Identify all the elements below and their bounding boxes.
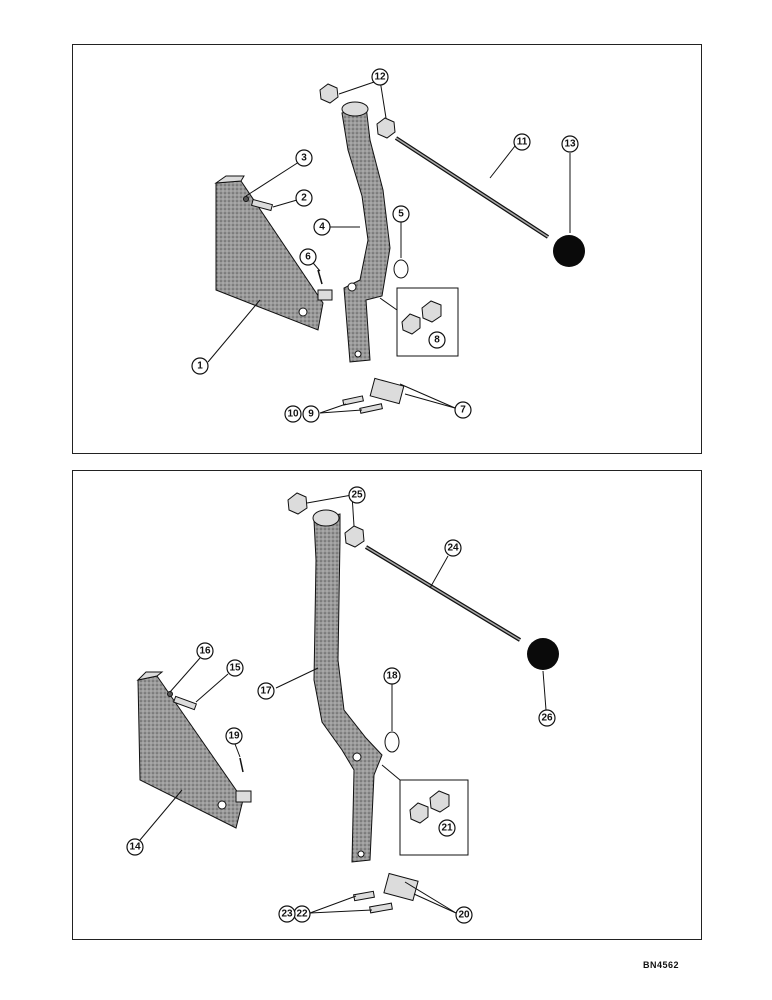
- svg-text:15: 15: [229, 663, 241, 674]
- svg-text:8: 8: [434, 335, 440, 346]
- callout-7: 7: [454, 401, 472, 419]
- svg-text:7: 7: [460, 405, 466, 416]
- bolt: [250, 198, 274, 212]
- callout-12: 12: [371, 68, 389, 86]
- knob: [527, 638, 559, 670]
- callout-19: 19: [225, 727, 243, 745]
- lever-arm: [313, 513, 383, 863]
- svg-text:23: 23: [281, 909, 293, 920]
- callout-11: 11: [513, 133, 531, 151]
- bracket-flange: [214, 175, 245, 184]
- top-leaders: [207, 79, 571, 414]
- callout-label: 1: [197, 361, 203, 372]
- bolt: [172, 695, 198, 711]
- washer: [384, 731, 400, 753]
- svg-text:25: 25: [351, 490, 363, 501]
- svg-text:26: 26: [541, 713, 553, 724]
- nut: [287, 492, 308, 515]
- svg-text:14: 14: [129, 842, 141, 853]
- callout-18: 18: [383, 667, 401, 685]
- callout-2: 2: [295, 189, 313, 207]
- pivot-pin: [235, 790, 252, 803]
- callout-24: 24: [444, 539, 462, 557]
- callout-1: 1: [191, 357, 209, 375]
- callout-14: 14: [126, 838, 144, 856]
- clip: [383, 872, 419, 902]
- bottom-drawing: [136, 492, 559, 914]
- top-drawing: [214, 83, 585, 414]
- callout-20: 20: [455, 906, 473, 924]
- callout-21: 21: [438, 819, 456, 837]
- callout-25: 25: [348, 486, 366, 504]
- callout-16: 16: [196, 642, 214, 660]
- svg-text:20: 20: [458, 910, 470, 921]
- clip: [369, 377, 405, 405]
- nut: [344, 525, 365, 548]
- svg-text:9: 9: [308, 409, 314, 420]
- svg-text:17: 17: [260, 686, 272, 697]
- svg-text:6: 6: [305, 252, 311, 263]
- svg-text:5: 5: [398, 209, 404, 220]
- svg-text:18: 18: [386, 671, 398, 682]
- callout-4: 4: [313, 218, 331, 236]
- callout-22: 22: [293, 905, 311, 923]
- bottom-leaders: [139, 494, 547, 914]
- svg-text:3: 3: [301, 153, 307, 164]
- svg-text:2: 2: [301, 193, 307, 204]
- svg-text:11: 11: [517, 137, 528, 148]
- callout-9: 9: [302, 405, 320, 423]
- svg-text:19: 19: [228, 731, 240, 742]
- nut: [319, 83, 339, 104]
- washer: [393, 259, 409, 279]
- svg-text:24: 24: [447, 543, 459, 554]
- callout-8: 8: [428, 331, 446, 349]
- callout-10: 10: [284, 405, 302, 423]
- callout-13: 13: [561, 135, 579, 153]
- lever-arm: [341, 105, 391, 363]
- callout-5: 5: [392, 205, 410, 223]
- svg-text:21: 21: [441, 823, 453, 834]
- svg-text:22: 22: [296, 909, 308, 920]
- bracket-plate: [137, 675, 244, 829]
- callout-6: 6: [299, 248, 317, 266]
- drawing-reference-code: BN4562: [643, 960, 680, 970]
- callout-17: 17: [257, 682, 275, 700]
- svg-text:10: 10: [287, 409, 299, 420]
- svg-text:16: 16: [199, 646, 211, 657]
- callout-26: 26: [538, 709, 556, 727]
- svg-text:12: 12: [374, 72, 386, 83]
- svg-text:13: 13: [564, 139, 576, 150]
- nut: [376, 117, 396, 139]
- knob: [553, 235, 585, 267]
- callout-23: 23: [278, 905, 296, 923]
- svg-text:4: 4: [319, 222, 325, 233]
- callout-3: 3: [295, 149, 313, 167]
- pivot-pin: [317, 289, 333, 301]
- callout-15: 15: [226, 659, 244, 677]
